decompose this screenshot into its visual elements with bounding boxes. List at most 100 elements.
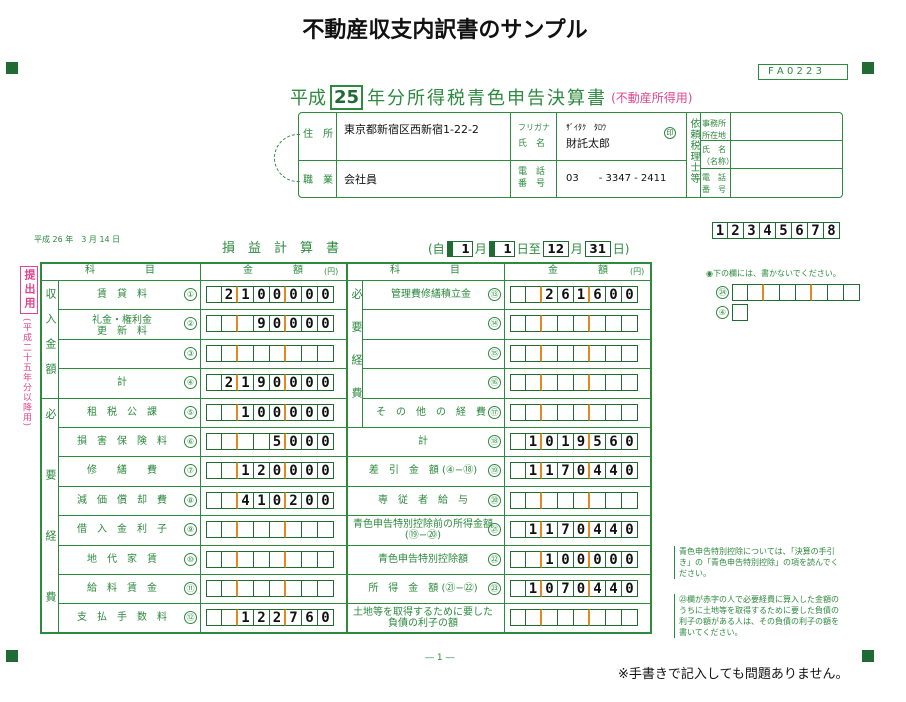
id-digit: 7 (808, 222, 824, 239)
col-header: 科 目 (390, 265, 460, 276)
row-number: ⑭ (488, 317, 501, 331)
amount-left-11[interactable] (206, 580, 334, 597)
digit-cell (574, 491, 590, 509)
digit-cell (206, 491, 222, 509)
digit-cell (542, 403, 558, 421)
digit-cell (828, 284, 844, 301)
id-digit: 3 (744, 222, 760, 239)
col-rule (504, 262, 505, 634)
amount-left-9[interactable] (206, 521, 334, 539)
digit-cell (318, 521, 334, 539)
digit-cell (622, 374, 638, 392)
office-label: 事務所所在地 (702, 119, 726, 140)
digit-cell (844, 284, 860, 301)
group-income-label: 収入金額 (44, 288, 57, 388)
section-title: 損 益 計 算 書 (222, 241, 340, 256)
digit-cell (574, 609, 590, 627)
col-header: 金 額 (243, 265, 303, 276)
col-rule (346, 262, 348, 634)
row-number: ⑲ (488, 464, 501, 478)
digit-cell: 2 (222, 374, 238, 392)
agent-phone-label: 電 話番 号 (702, 173, 726, 194)
digit-cell (574, 403, 590, 421)
row-rule (58, 603, 346, 605)
digit-cell: 7 (558, 580, 574, 597)
amount-right-20[interactable] (510, 491, 638, 509)
digit-cell (558, 344, 574, 362)
row-rule (362, 397, 652, 399)
digit-cell: 0 (318, 374, 334, 392)
digit-cell (796, 284, 812, 301)
row-label-left: 修 繕 費 (87, 465, 157, 477)
digit-cell: 0 (574, 521, 590, 539)
amount-right-14[interactable] (510, 315, 638, 333)
digit-cell (254, 550, 270, 568)
form-title: 平成 25 年分所得税青色申告決算書 (不動産所得用) (290, 84, 692, 110)
row-rule (58, 544, 346, 546)
phone-value: 03 - 3347 - 2411 (566, 173, 667, 184)
digit-cell (606, 609, 622, 627)
amount-right-15[interactable] (510, 344, 638, 362)
digit-cell (510, 580, 526, 597)
digit-cell: 2 (254, 462, 270, 480)
digit-cell (764, 284, 780, 301)
digit-cell (238, 344, 254, 362)
digit-cell: 6 (558, 286, 574, 303)
form-year: 25 (330, 84, 364, 110)
digit-cell (254, 344, 270, 362)
digit-cell: 0 (558, 550, 574, 568)
digit-cell: 1 (542, 521, 558, 539)
amount-right-16[interactable] (510, 374, 638, 392)
digit-cell: 0 (254, 403, 270, 421)
amount-left-3[interactable] (206, 344, 334, 362)
digit-cell (318, 580, 334, 597)
digit-cell: 1 (526, 580, 542, 597)
digit-cell: 0 (622, 580, 638, 597)
row-rule (58, 338, 346, 340)
digit-cell (206, 403, 222, 421)
digit-cell: 0 (286, 403, 302, 421)
reserved-box-2[interactable] (732, 304, 748, 321)
id-digit: 8 (824, 222, 840, 239)
digit-cell: 9 (574, 433, 590, 450)
amount-left-10[interactable] (206, 550, 334, 568)
digit-cell: 0 (270, 491, 286, 509)
note-right-top: ◉下の欄には、書かないでください。 (706, 269, 841, 278)
digit-cell (526, 344, 542, 362)
digit-cell (574, 315, 590, 333)
row-rule (362, 338, 652, 340)
digit-cell (206, 374, 222, 392)
digit-cell (558, 491, 574, 509)
digit-cell (222, 462, 238, 480)
digit-cell: 0 (318, 315, 334, 333)
digit-cell (622, 315, 638, 333)
amount-right-24[interactable] (510, 609, 638, 627)
row-rule (40, 397, 346, 399)
registration-mark (6, 650, 18, 662)
digit-cell (780, 284, 796, 301)
reserved-box-1[interactable] (732, 284, 860, 301)
digit-cell: 0 (254, 286, 270, 303)
amount-right-17[interactable] (510, 403, 638, 421)
page-title: 不動産収支内訳書のサンプル (302, 18, 588, 43)
digit-cell: 0 (302, 403, 318, 421)
row-rule (58, 427, 346, 428)
row-rule (58, 309, 346, 311)
digit-cell (222, 344, 238, 362)
digit-cell (510, 433, 526, 450)
row-number: ⑪ (184, 582, 197, 595)
